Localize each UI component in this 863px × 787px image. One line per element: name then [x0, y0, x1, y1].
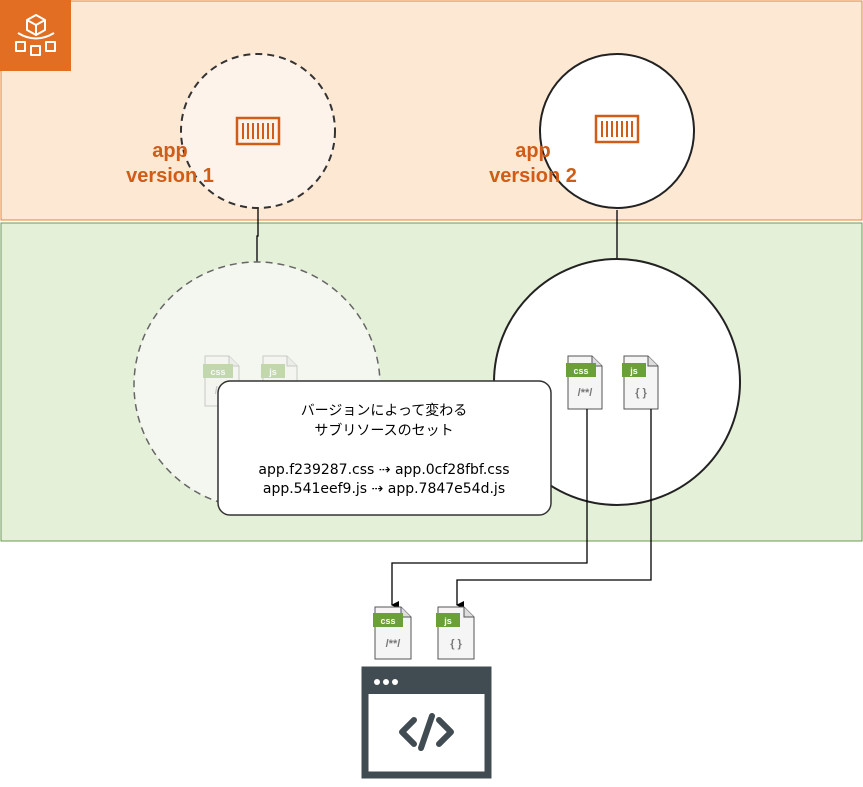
svg-text:/**/: /**/ [386, 638, 401, 650]
svg-text:css: css [380, 616, 395, 626]
js-file-icon: js { } [436, 606, 475, 660]
callout-mapping-js: app.541eef9.js ⇢ app.7847e54d.js [263, 481, 505, 497]
app-version-2: app version 2 [489, 53, 695, 209]
svg-text:js: js [268, 367, 277, 377]
container-icon [235, 116, 281, 146]
svg-text:js: js [443, 616, 452, 626]
app-label-line2: version 2 [489, 165, 577, 187]
callout-title-line1: バージョンによって変わる [301, 402, 468, 419]
app-version-1: app version 1 [126, 53, 336, 209]
svg-text:js: js [629, 366, 638, 376]
css-file-icon: css /**/ [566, 355, 603, 410]
svg-text:{ }: { } [450, 638, 462, 650]
js-file-icon: js { } [622, 355, 659, 410]
browser-code-icon [361, 666, 492, 779]
svg-text:css: css [210, 367, 225, 377]
fargate-logo-icon [0, 0, 71, 71]
app-label-line1: app [515, 140, 551, 162]
app-label-line1: app [152, 140, 188, 162]
fargate-zone [0, 0, 863, 221]
callout-title-line2: サブリソースのセット [314, 422, 453, 439]
container-icon [594, 114, 640, 144]
app-label-line2: version 1 [126, 165, 214, 187]
svg-text:css: css [573, 366, 588, 376]
svg-text:/**/: /**/ [578, 387, 593, 399]
arrow-js [456, 409, 652, 609]
arrow-css [391, 409, 588, 609]
connector-v1 [256, 208, 259, 262]
callout-mapping-css: app.f239287.css ⇢ app.0cf28fbf.css [258, 462, 509, 478]
svg-text:{ }: { } [635, 387, 647, 399]
css-file-icon: css /**/ [373, 606, 412, 660]
version-callout: バージョンによって変わる サブリソースのセット app.f239287.css … [217, 380, 552, 516]
